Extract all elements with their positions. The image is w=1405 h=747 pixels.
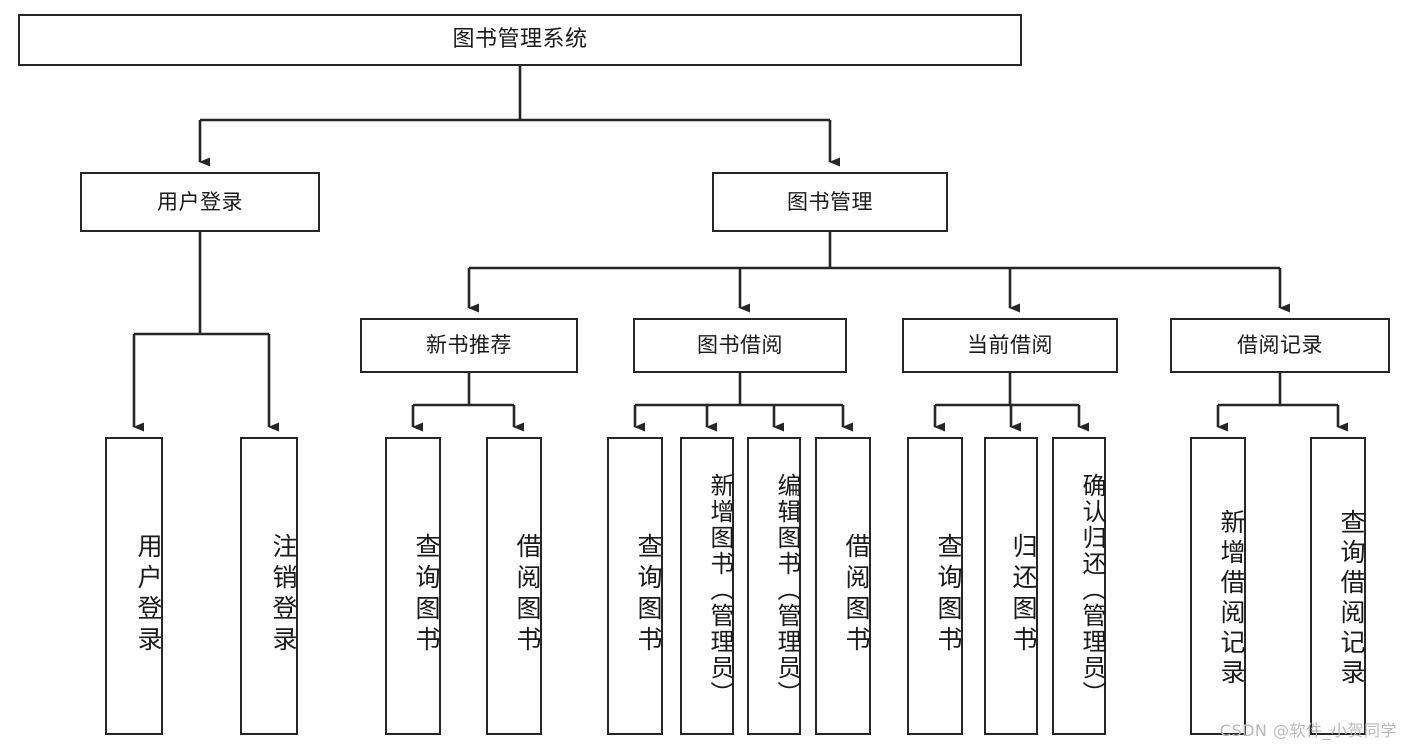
node-book-borrow[interactable]: 图书借阅 [633, 318, 847, 373]
node-current-borrow-label: 当前借阅 [967, 333, 1053, 358]
node-leaf-query-book-1-label: 查询图书 [412, 533, 441, 657]
node-book-borrow-label: 图书借阅 [697, 333, 783, 358]
node-leaf-query-book-3-label: 查询图书 [934, 533, 963, 657]
node-borrow-record[interactable]: 借阅记录 [1170, 318, 1390, 373]
node-leaf-query-borrow-record-label: 查询借阅记录 [1337, 509, 1366, 689]
node-leaf-user-login[interactable]: 用户登录 [105, 437, 163, 735]
node-leaf-add-book-admin[interactable]: 新增图书（管理员） [680, 437, 734, 735]
node-borrow-record-label: 借阅记录 [1237, 333, 1323, 358]
node-leaf-query-book-3[interactable]: 查询图书 [907, 437, 963, 735]
node-root[interactable]: 图书管理系统 [18, 14, 1022, 66]
node-new-book-recommend[interactable]: 新书推荐 [360, 318, 578, 373]
node-user-login[interactable]: 用户登录 [80, 172, 320, 232]
node-leaf-borrow-book-2-label: 借阅图书 [842, 533, 871, 657]
node-leaf-borrow-book-1[interactable]: 借阅图书 [486, 437, 542, 735]
node-book-manage[interactable]: 图书管理 [712, 172, 948, 232]
node-leaf-query-book-1[interactable]: 查询图书 [385, 437, 441, 735]
node-leaf-borrow-book-2[interactable]: 借阅图书 [815, 437, 871, 735]
node-new-book-recommend-label: 新书推荐 [426, 333, 512, 358]
node-leaf-query-book-2[interactable]: 查询图书 [607, 437, 663, 735]
node-leaf-add-borrow-record[interactable]: 新增借阅记录 [1190, 437, 1246, 735]
node-leaf-user-login-label: 用户登录 [134, 533, 163, 657]
node-book-manage-label: 图书管理 [787, 189, 873, 214]
node-leaf-return-book-label: 归还图书 [1009, 533, 1038, 657]
node-root-label: 图书管理系统 [452, 27, 588, 53]
watermark-credit: CSDN @软件_小贺同学 [1219, 721, 1397, 740]
node-leaf-user-logout[interactable]: 注销登录 [240, 437, 298, 735]
node-leaf-query-book-2-label: 查询图书 [634, 533, 663, 657]
node-current-borrow[interactable]: 当前借阅 [902, 318, 1118, 373]
node-leaf-query-borrow-record[interactable]: 查询借阅记录 [1310, 437, 1366, 735]
node-user-login-label: 用户登录 [157, 189, 243, 214]
node-leaf-add-borrow-record-label: 新增借阅记录 [1217, 509, 1246, 689]
node-leaf-edit-book-admin[interactable]: 编辑图书（管理员） [747, 437, 801, 735]
node-leaf-confirm-return-admin-label: 确认归还（管理员） [1078, 473, 1106, 707]
node-leaf-borrow-book-1-label: 借阅图书 [513, 533, 542, 657]
node-leaf-add-book-admin-label: 新增图书（管理员） [706, 473, 734, 707]
node-leaf-confirm-return-admin[interactable]: 确认归还（管理员） [1052, 437, 1106, 735]
node-leaf-user-logout-label: 注销登录 [269, 533, 298, 657]
node-leaf-return-book[interactable]: 归还图书 [984, 437, 1038, 735]
node-leaf-edit-book-admin-label: 编辑图书（管理员） [773, 473, 801, 707]
